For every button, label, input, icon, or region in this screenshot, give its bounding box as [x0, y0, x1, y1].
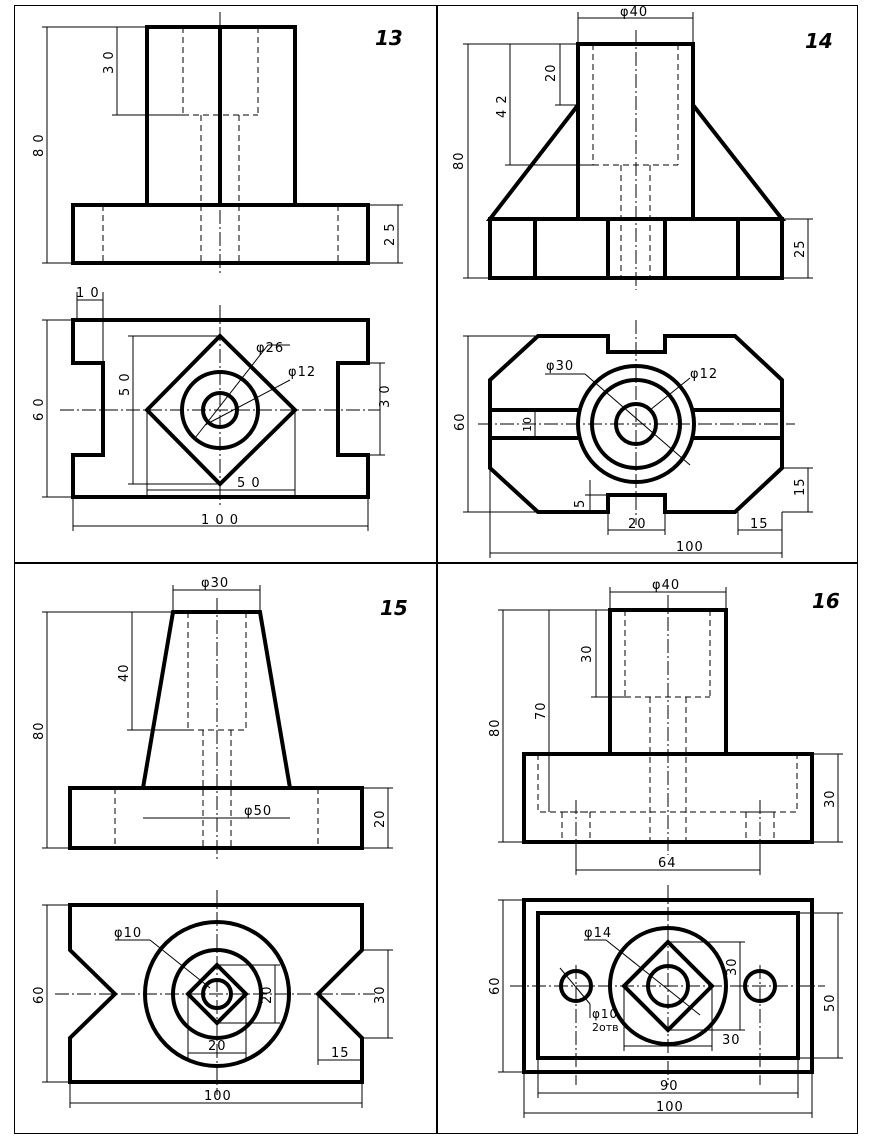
dim-15-20h: 20 — [208, 1039, 227, 1054]
dim-13-10: 1 0 — [76, 286, 100, 301]
dim-14-60: 60 — [453, 412, 468, 431]
dim-14-15v: 15 — [793, 477, 808, 496]
drawing-14-front-view: φ40 20 4 2 80 25 — [452, 5, 813, 290]
dim-14-20: 20 — [544, 63, 559, 82]
dim-13-30b: 3 0 — [378, 384, 393, 408]
dim-13-100: 1 0 0 — [201, 513, 239, 528]
dim-13-50v: 5 0 — [118, 372, 133, 396]
dim-15-20v: 20 — [260, 985, 275, 1004]
dim-15-15: 15 — [331, 1046, 350, 1061]
dim-16-holes: 2отв — [592, 1021, 619, 1034]
dim-16-phi10: φ10 — [592, 1007, 618, 1021]
drawing-14-number: 14 — [805, 29, 833, 53]
dim-15-phi50: φ50 — [244, 804, 272, 819]
drawing-15-front-view: φ30 40 80 φ50 20 — [32, 576, 393, 860]
dim-15-40: 40 — [117, 663, 132, 682]
dim-14-25: 25 — [793, 239, 808, 258]
dim-14-20b: 20 — [628, 517, 647, 532]
dim-14-42: 4 2 — [495, 94, 510, 118]
drawing-16-number: 16 — [812, 589, 840, 613]
dim-16-30b: 30 — [823, 789, 838, 808]
dim-14-phi40: φ40 — [620, 5, 648, 20]
drawing-16-number-box — [752, 583, 795, 615]
dim-15-80: 80 — [32, 721, 47, 740]
drawing-13-number: 13 — [375, 26, 403, 50]
panel-14-frame — [437, 5, 858, 563]
dim-16-30: 30 — [580, 644, 595, 663]
panel-13-frame — [14, 5, 437, 563]
dim-15-phi10: φ10 — [114, 926, 142, 941]
drawing-14-top-view: φ30 φ12 60 10 5 20 15 15 100 — [453, 320, 813, 558]
drawing-14: 14 — [452, 5, 833, 558]
dim-14-phi12: φ12 — [690, 367, 718, 382]
dim-14-100: 100 — [676, 540, 704, 555]
dim-16-70: 70 — [534, 701, 549, 720]
dim-13-phi12: φ12 — [288, 365, 316, 380]
dim-14-15h: 15 — [750, 517, 769, 532]
dim-13-25: 2 5 — [383, 222, 398, 246]
dim-14-phi30: φ30 — [546, 359, 574, 374]
drawing-13-front-view: 3 0 8 0 2 5 — [32, 12, 403, 275]
drawing-15-number: 15 — [380, 596, 408, 620]
dim-16-100: 100 — [656, 1100, 684, 1115]
dim-15-20: 20 — [373, 809, 388, 828]
drawing-15: 15 — [32, 576, 408, 1108]
dim-14-5: 5 — [573, 499, 588, 508]
drawing-16-top-view: φ14 30 60 φ10 2отв 30 50 90 100 — [488, 885, 843, 1118]
dim-16-30h: 30 — [722, 1033, 741, 1048]
dim-13-80: 8 0 — [32, 133, 47, 157]
dim-16-60: 60 — [488, 976, 503, 995]
dim-13-50h: 5 0 — [237, 476, 261, 491]
drawing-16-front-view: φ40 30 70 80 30 64 — [488, 578, 843, 875]
dim-15-phi30: φ30 — [201, 576, 229, 591]
panel-16-frame — [437, 563, 858, 1134]
dim-13-60: 6 0 — [32, 397, 47, 421]
drawing-13-top-view: 1 0 φ26 φ12 5 0 6 0 3 0 5 0 1 0 0 — [32, 286, 393, 531]
dim-16-30v: 30 — [725, 957, 740, 976]
dim-15-60: 60 — [32, 985, 47, 1004]
dim-16-50: 50 — [823, 993, 838, 1012]
drawing-16: 16 — [488, 578, 843, 1118]
dim-13-phi26: φ26 — [256, 341, 284, 356]
dim-14-10: 10 — [521, 416, 534, 432]
dim-16-90: 90 — [660, 1079, 679, 1094]
dim-16-64: 64 — [658, 856, 677, 871]
drawing-15-top-view: φ10 20 60 30 20 15 100 — [32, 890, 393, 1108]
dim-15-100: 100 — [204, 1089, 232, 1104]
dim-14-80: 80 — [452, 151, 467, 170]
drawing-13: 13 — [32, 12, 403, 531]
dim-16-80: 80 — [488, 718, 503, 737]
dim-15-30: 30 — [373, 985, 388, 1004]
panel-15-frame — [14, 563, 437, 1134]
dim-16-phi40: φ40 — [652, 578, 680, 593]
dim-13-30: 3 0 — [102, 50, 117, 74]
dim-16-phi14: φ14 — [584, 926, 612, 941]
